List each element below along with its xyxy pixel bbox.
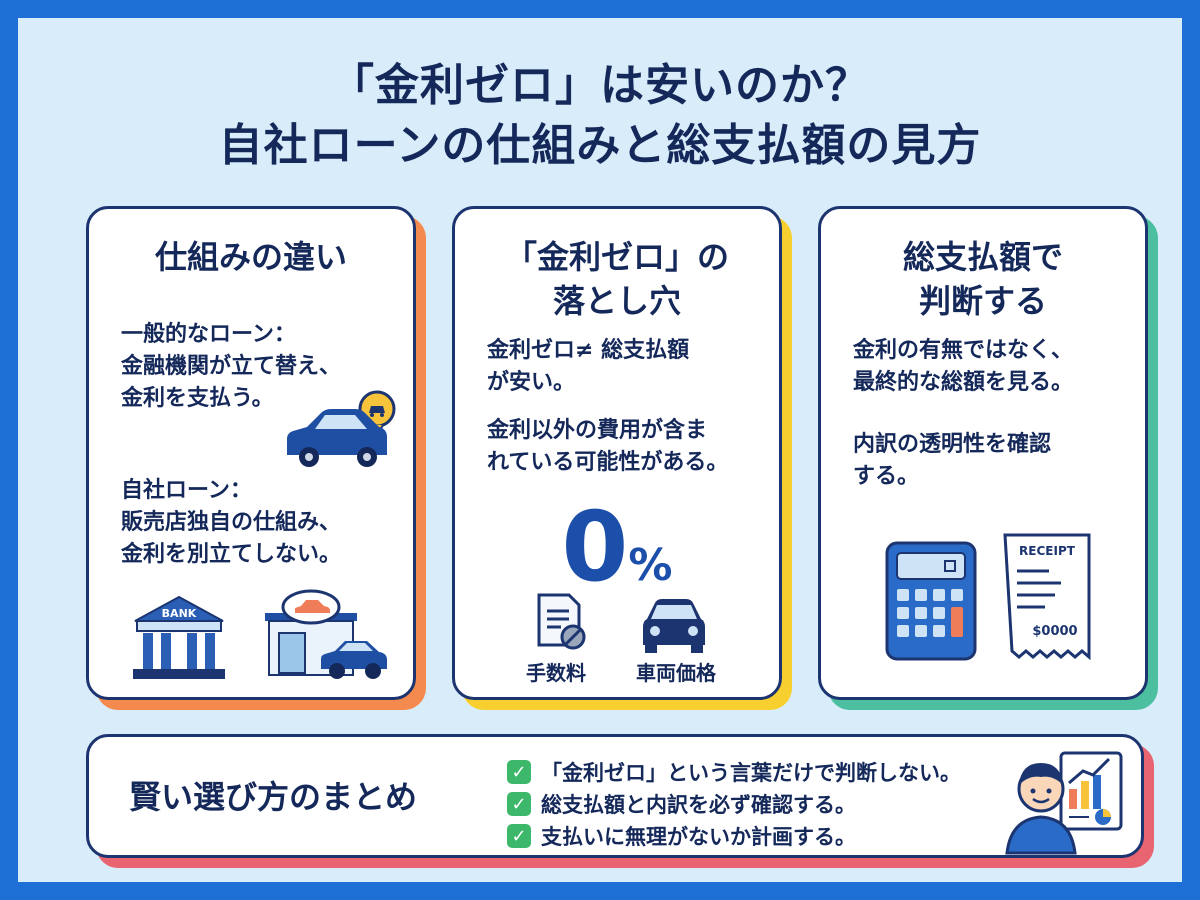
total-point-2: 内訳の透明性を確認 する。	[853, 432, 1052, 489]
title-line-1: 「金利ゼロ」は安いのか？	[330, 60, 870, 111]
car-icon	[287, 390, 396, 467]
dealership-icon	[265, 589, 387, 679]
summary-panel: 賢い選び方のまとめ ✓ 「金利ゼロ」という言葉だけで判断しない。 ✓ 総支払額と…	[86, 734, 1144, 858]
general-loan-text: 一般的なローン： 金融機関が立て替え、 金利を支払う。	[121, 322, 342, 411]
pitfall-point-2: 金利以外の費用が含ま れている可能性がある。	[487, 418, 729, 475]
card-pitfall-heading: 「金利ゼロ」の 落とし穴	[504, 238, 729, 320]
summary-item: ✓ 支払いに無理がないか計画する。	[507, 821, 856, 851]
checkbox-icon: ✓	[507, 824, 531, 848]
checkbox-icon: ✓	[507, 792, 531, 816]
receipt-icon: RECEIPT $0000	[1003, 533, 1091, 661]
total-point-1: 金利の有無ではなく、 最終的な総額を見る。	[853, 338, 1074, 395]
summary-item: ✓ 「金利ゼロ」という言葉だけで判断しない。	[507, 757, 961, 787]
card-mechanism: 仕組みの違い 一般的なローン： 金融機関が立て替え、 金利を支払う。 自社ローン…	[86, 206, 416, 700]
document-icon	[537, 593, 586, 650]
calculator-icon	[885, 541, 977, 661]
page-title: 「金利ゼロ」は安いのか？ 自社ローンの仕組みと総支払額の見方	[18, 56, 1182, 176]
card-total-payment-heading: 総支払額で 判断する	[902, 238, 1063, 320]
pitfall-point-1: 金利ゼロ≠ 総支払額 が安い。	[487, 338, 690, 395]
zero-percent: 0%	[561, 491, 673, 603]
checkbox-icon: ✓	[507, 760, 531, 784]
vehicle-price-label: 車両価格	[636, 661, 716, 685]
receipt-amount: $0000	[1032, 624, 1077, 639]
inhouse-loan-text: 自社ローン： 販売店独自の仕組み、 金利を別立てしない。	[121, 478, 342, 567]
bank-sign: BANK	[162, 607, 197, 620]
car-icon	[643, 599, 705, 653]
summary-item: ✓ 総支払額と内訳を必ず確認する。	[507, 789, 856, 819]
title-line-2: 自社ローンの仕組みと総支払額の見方	[218, 120, 982, 171]
person-icon	[1005, 751, 1123, 855]
summary-title: 賢い選び方のまとめ	[129, 778, 418, 816]
card-pitfall: 「金利ゼロ」の 落とし穴 金利ゼロ≠ 総支払額 が安い。 金利以外の費用が含ま …	[452, 206, 782, 700]
card-total-payment: 総支払額で 判断する 金利の有無ではなく、 最終的な総額を見る。 内訳の透明性を…	[818, 206, 1148, 700]
card-mechanism-heading: 仕組みの違い	[154, 238, 347, 276]
fee-label: 手数料	[526, 661, 586, 685]
receipt-title: RECEIPT	[1019, 544, 1076, 558]
bank-icon: BANK	[133, 595, 225, 679]
